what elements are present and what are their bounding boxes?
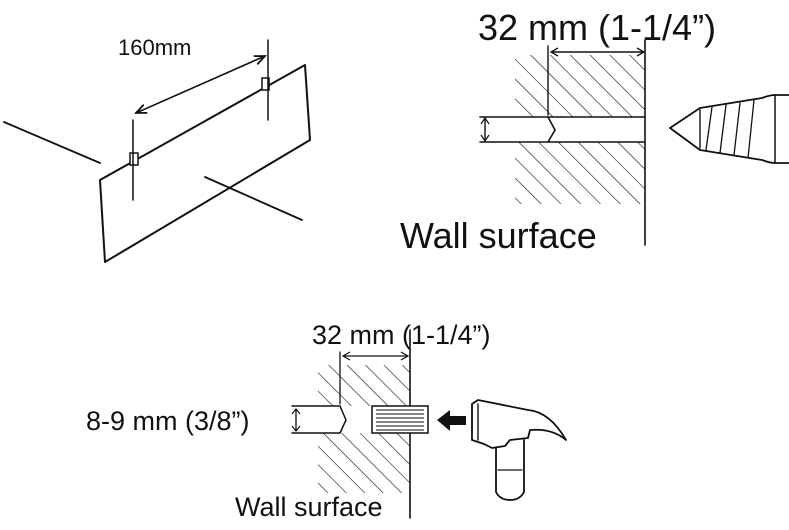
drilling-panel: 32 mm (1-1/4”) Wall surface bbox=[400, 7, 789, 256]
hammer-icon bbox=[471, 399, 567, 501]
anchor-panel: 32 mm (1-1/4”) 8-9 mm (3/8”) Wall surfac… bbox=[86, 320, 567, 522]
depth-label: 32 mm (1-1/4”) bbox=[478, 7, 716, 48]
hole-diameter-dimension bbox=[291, 408, 301, 432]
wall-surface-label: Wall surface bbox=[400, 215, 597, 256]
spacing-label: 160mm bbox=[118, 35, 191, 60]
depth-label: 32 mm (1-1/4”) bbox=[312, 320, 491, 350]
depth-dimension bbox=[339, 351, 410, 405]
wall-anchor-icon bbox=[371, 405, 429, 434]
wall-surface-label: Wall surface bbox=[235, 492, 383, 522]
depth-dimension bbox=[547, 45, 646, 116]
screw-icon bbox=[669, 94, 789, 164]
spacing-dimension bbox=[132, 39, 269, 201]
bracket-panel: 160mm bbox=[3, 35, 311, 263]
wall-section bbox=[479, 39, 646, 246]
push-arrow-icon bbox=[437, 410, 466, 431]
mounting-bracket-icon bbox=[3, 64, 311, 263]
hole-diameter-dimension bbox=[480, 116, 490, 143]
wall-section bbox=[291, 329, 411, 519]
diameter-label: 8-9 mm (3/8”) bbox=[86, 406, 250, 436]
